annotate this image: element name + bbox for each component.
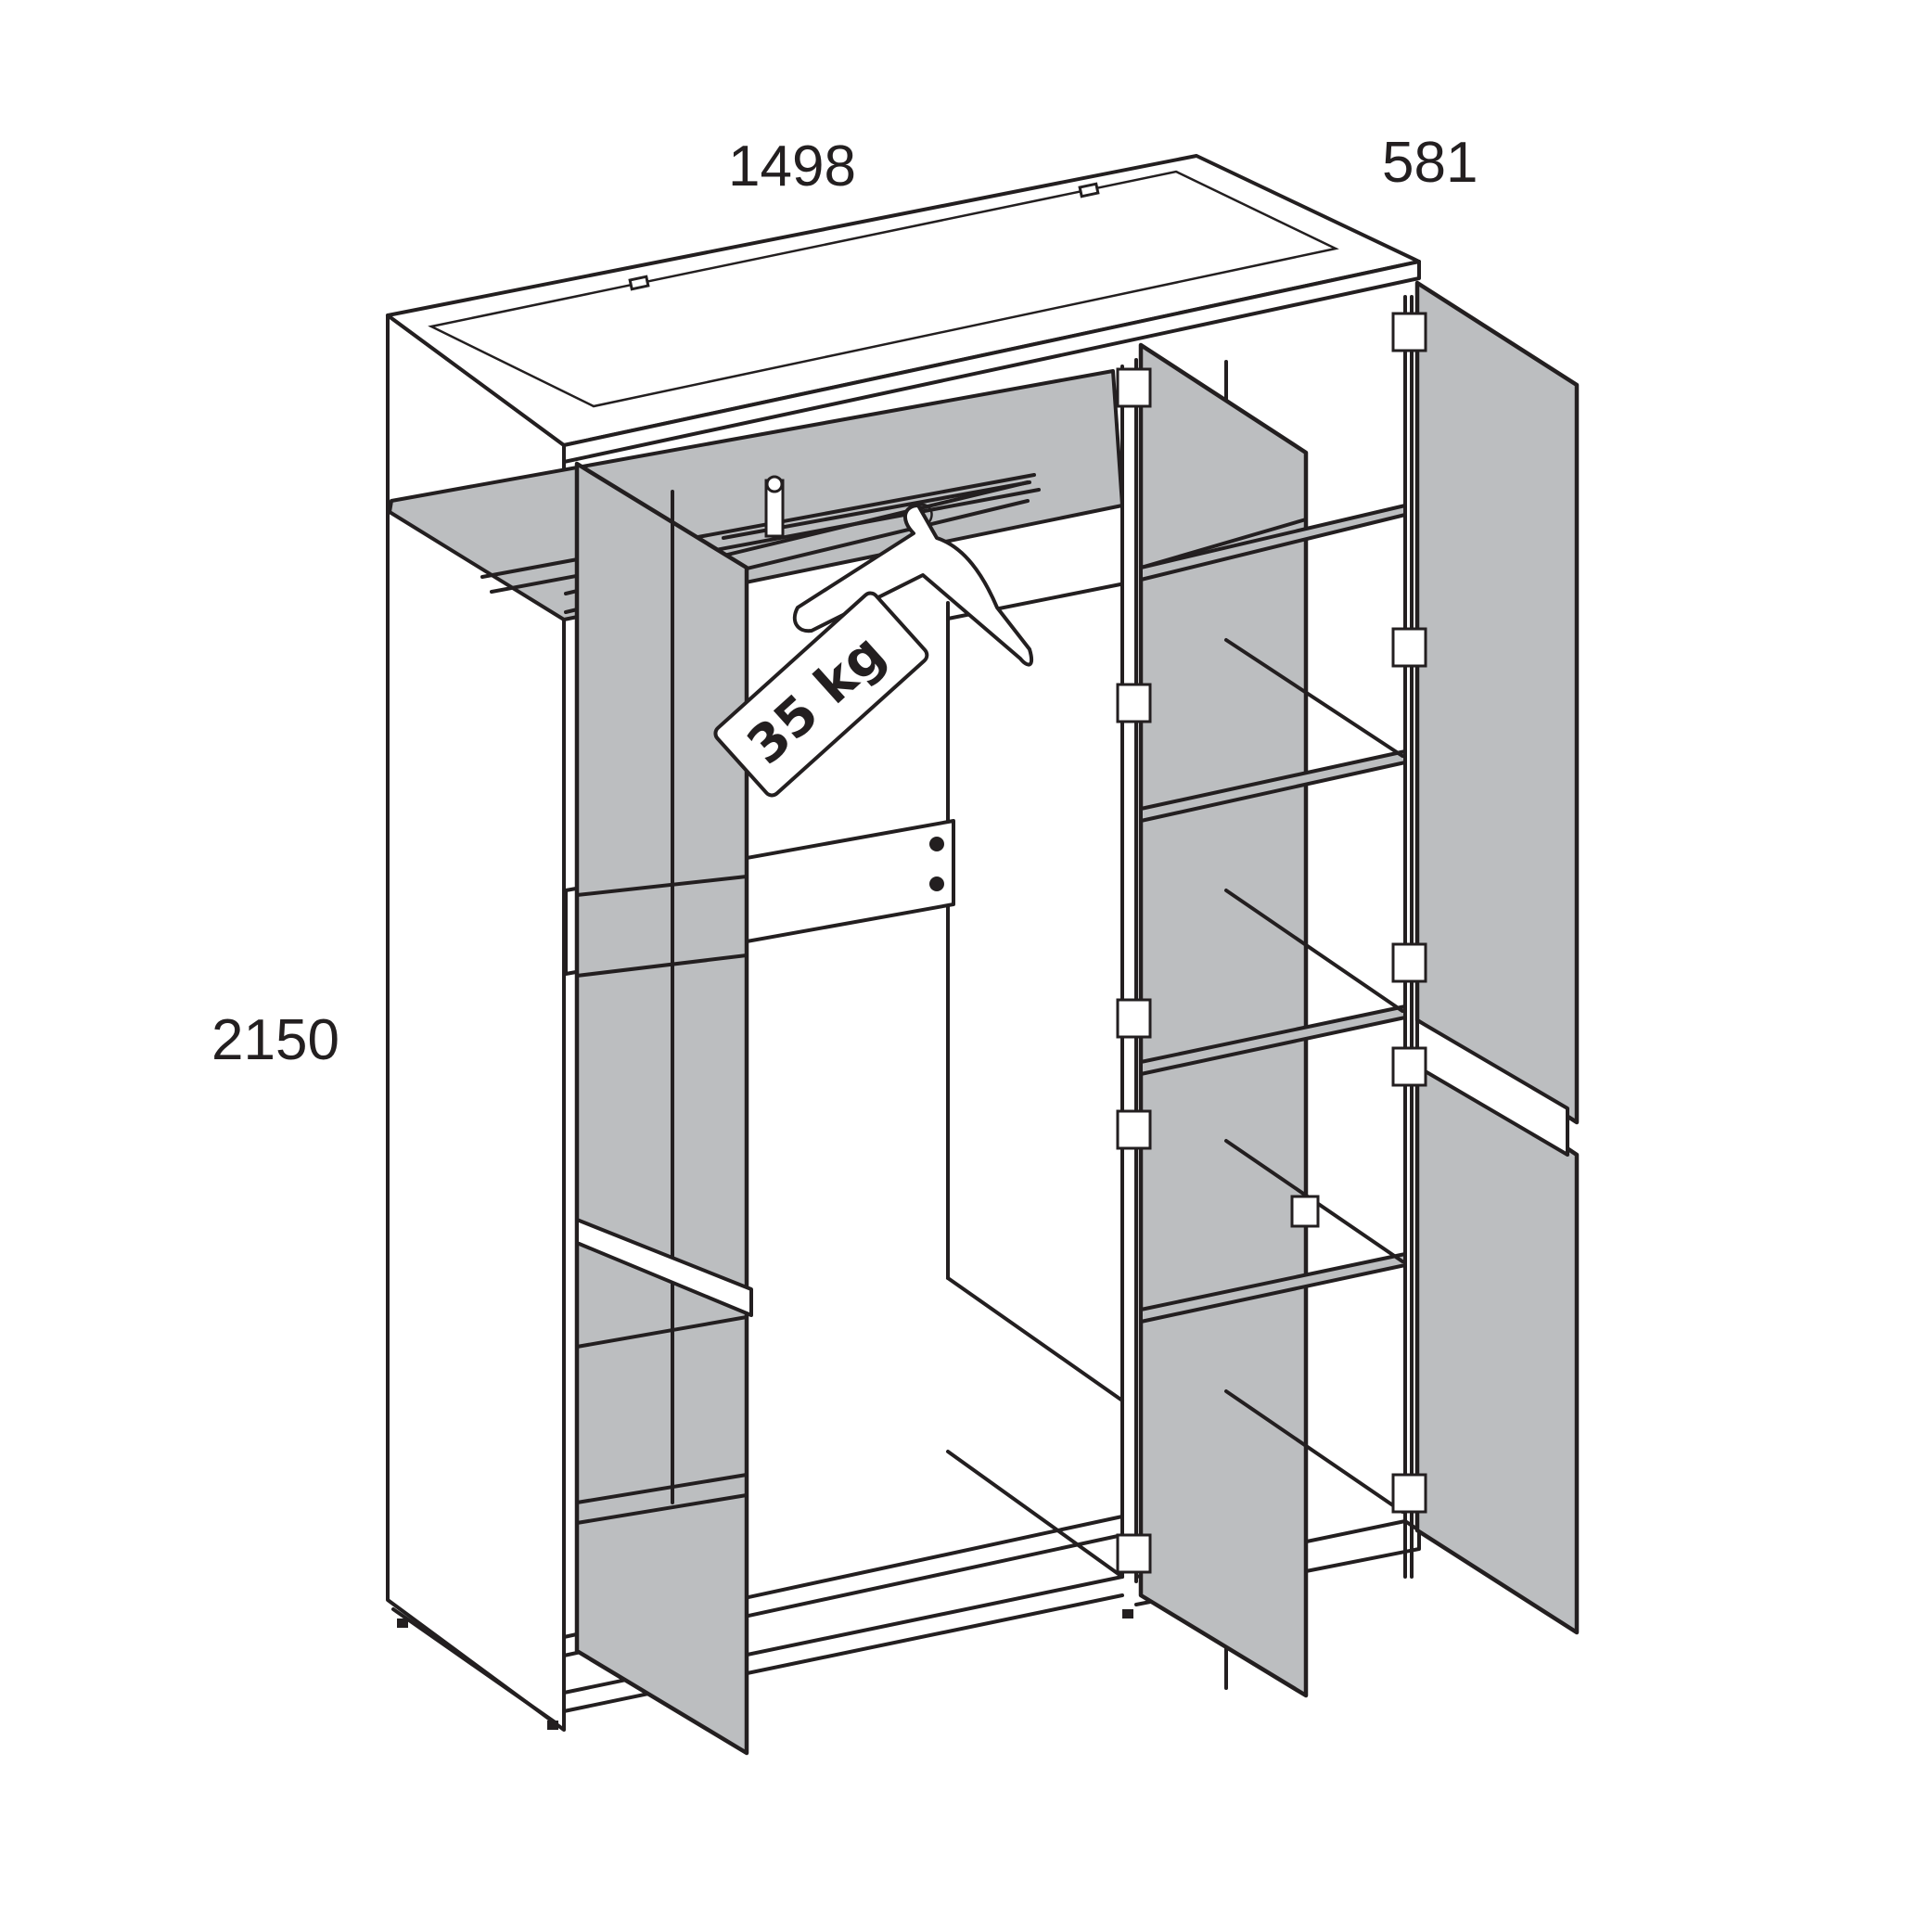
hinges (1116, 312, 1427, 1574)
right-shelves (1139, 504, 1407, 1514)
width-dimension: 1498 (728, 134, 856, 198)
top-shelf (388, 369, 1124, 621)
height-dimension: 2150 (211, 1008, 339, 1072)
left-door (574, 461, 753, 1756)
feet (397, 1609, 1133, 1730)
hanger-icon (792, 503, 1034, 667)
depth-dimension: 581 (1382, 131, 1478, 195)
right-door (1414, 280, 1580, 1635)
top-panel (386, 154, 1421, 464)
